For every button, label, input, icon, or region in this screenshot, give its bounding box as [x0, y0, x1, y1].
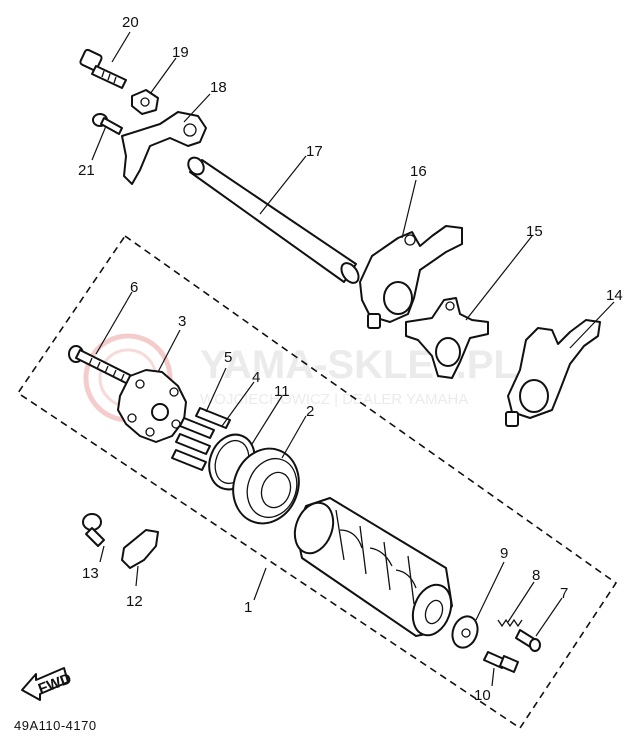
callout-17: 17 — [306, 143, 323, 160]
callout-9: 9 — [500, 545, 508, 562]
callout-18: 18 — [210, 79, 227, 96]
watermark-brand: YAMA-SKLEP.PL — [200, 343, 518, 387]
part-13-screw — [82, 513, 105, 547]
part-2-bearing — [232, 447, 300, 525]
fwd-arrow-icon: FWD — [21, 667, 74, 701]
watermark-dealer: WOJCIECHOWICZ | DEALER YAMAHA — [200, 391, 468, 408]
part-1-shift-drum — [293, 497, 453, 637]
callout-5: 5 — [224, 349, 232, 366]
callout-13: 13 — [82, 565, 99, 582]
part-21-screw — [92, 113, 123, 135]
callout-12: 12 — [126, 593, 143, 610]
callout-10: 10 — [474, 687, 491, 704]
callout-21: 21 — [78, 162, 95, 179]
callout-7: 7 — [560, 585, 568, 602]
callout-19: 19 — [172, 44, 189, 61]
catalog-code: 49A110-4170 — [14, 718, 97, 733]
part-3-segment — [117, 369, 187, 443]
part-16-shift-fork — [359, 225, 463, 329]
callout-labels: 20 19 18 21 17 16 15 14 6 3 5 4 11 2 1 1… — [78, 14, 623, 704]
callout-15: 15 — [526, 223, 543, 240]
part-17-guide-bar — [187, 156, 360, 284]
leader-lines — [91, 31, 615, 687]
part-18-bracket — [121, 111, 207, 185]
part-19-nut — [131, 89, 159, 115]
fwd-label: FWD — [36, 670, 74, 698]
callout-20: 20 — [122, 14, 139, 31]
part-8-spring — [497, 618, 523, 628]
callout-3: 3 — [178, 313, 186, 330]
shift-drum-assembly-outline — [16, 234, 618, 730]
callout-14: 14 — [606, 287, 623, 304]
part-20-bolt — [79, 48, 127, 89]
callout-6: 6 — [130, 279, 138, 296]
part-10-bolt — [483, 651, 519, 673]
callout-8: 8 — [532, 567, 540, 584]
callout-2: 2 — [306, 403, 314, 420]
part-9-washer — [451, 615, 479, 649]
part-5-pins — [171, 407, 231, 471]
callout-4: 4 — [252, 369, 260, 386]
part-14-shift-fork — [505, 319, 601, 427]
part-12-stopper-plate — [121, 529, 159, 569]
part-6-screw — [68, 345, 137, 387]
callout-16: 16 — [410, 163, 427, 180]
callout-11: 11 — [274, 383, 290, 400]
watermark: YAMA-SKLEP.PL WOJCIECHOWICZ | DEALER YAM… — [83, 333, 518, 423]
callout-1: 1 — [244, 599, 252, 616]
part-7-pin — [515, 629, 541, 652]
